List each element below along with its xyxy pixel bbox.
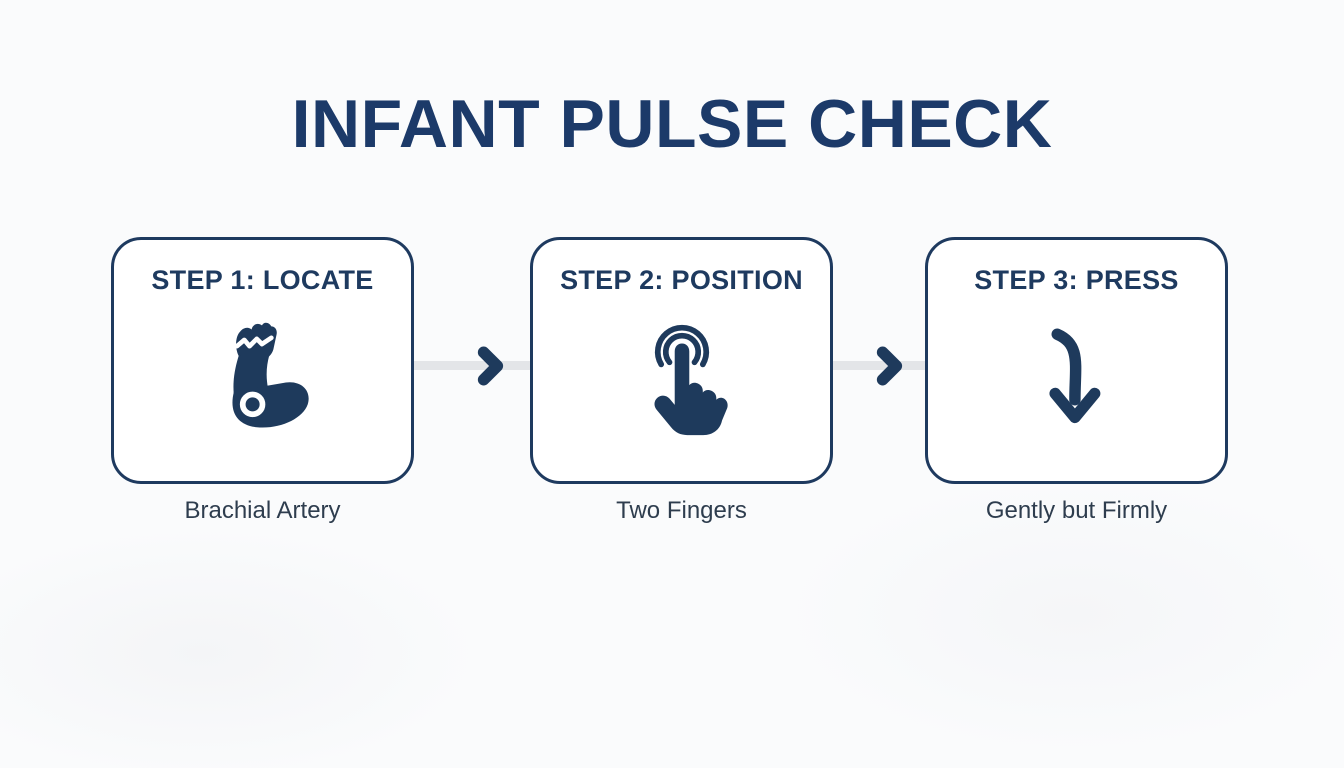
curved-down-arrow-icon — [1025, 318, 1129, 449]
step-3-icon-wrap — [1025, 296, 1129, 481]
step-1-heading: STEP 1: LOCATE — [151, 265, 374, 295]
page-title: INFANT PULSE CHECK — [291, 86, 1053, 162]
step-card-2: STEP 2: POSITION — [530, 237, 833, 484]
touch-two-fingers-icon — [630, 318, 734, 449]
step-2-caption: Two Fingers — [616, 497, 747, 524]
step-3-caption: Gently but Firmly — [985, 497, 1168, 524]
step-3-heading: STEP 3: PRESS — [974, 265, 1179, 295]
connector-line-1 — [414, 361, 530, 370]
step-1-icon-wrap — [211, 296, 315, 481]
flexed-arm-with-pulse-point-icon — [211, 314, 315, 453]
chevron-right-icon — [876, 346, 904, 391]
step-card-1: STEP 1: LOCATE — [111, 237, 414, 484]
step-card-3: STEP 3: PRESS — [925, 237, 1228, 484]
step-1-caption: Brachial Artery — [184, 497, 341, 524]
connector-line-2 — [833, 361, 925, 370]
step-2-icon-wrap — [630, 296, 734, 481]
step-2-heading: STEP 2: POSITION — [560, 265, 803, 295]
chevron-right-icon — [477, 346, 505, 391]
